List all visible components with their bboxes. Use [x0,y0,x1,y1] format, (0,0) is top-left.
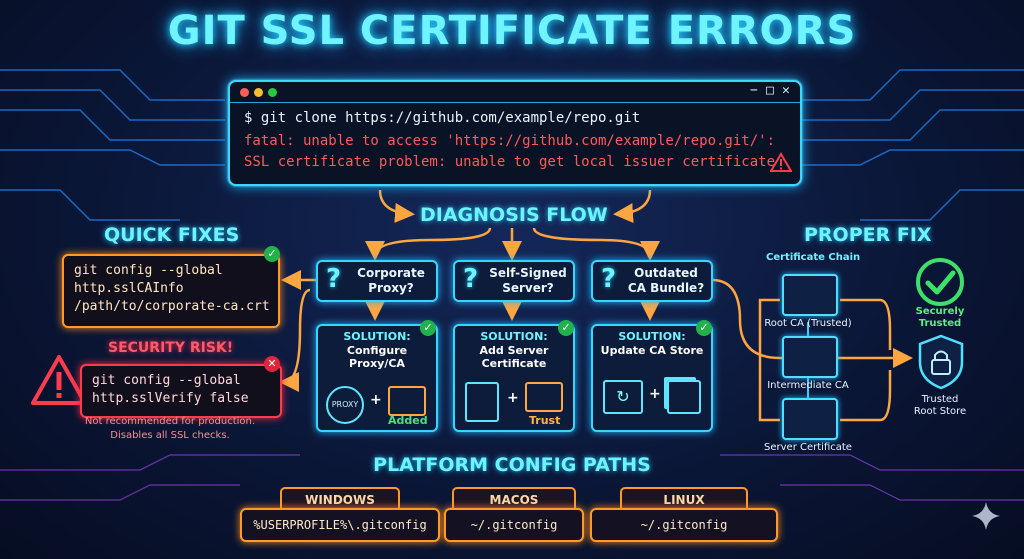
refresh-icon: ↻ [603,380,643,414]
quick-fix-code[interactable]: git config --global http.sslCAInfo /path… [62,254,280,328]
code-line: git config --global [92,373,241,388]
restore-icon[interactable]: □ [766,83,774,98]
plus-icon: + [370,392,382,408]
certificate-stack-icon [667,380,701,414]
check-icon: ✓ [420,320,436,336]
terminal-window: − □ ✕ $ git clone https://github.com/exa… [228,80,802,186]
close-dot-icon[interactable] [240,88,249,97]
server-certificate-icon [782,398,838,440]
check-icon: ✓ [558,320,574,336]
diagnosis-heading: DIAGNOSIS FLOW [420,204,608,226]
question-corporate-proxy: ? Corporate Proxy? [316,260,438,302]
platform-card-linux: ~/.gitconfig [590,508,778,542]
platform-heading: PLATFORM CONFIG PATHS [373,454,651,476]
question-outdated-ca: ? Outdated CA Bundle? [591,260,713,302]
risk-note: Disables all SSL checks. [110,430,230,441]
question-label: Self-Signed Server? [489,266,567,295]
platform-path: ~/.gitconfig [470,518,558,532]
maximize-dot-icon[interactable] [268,88,277,97]
minimize-dot-icon[interactable] [254,88,263,97]
risk-note: Not recommended for production. [84,416,256,427]
platform-path: ~/.gitconfig [640,518,728,532]
warning-icon [770,152,792,172]
solution-text: Configure Proxy/CA [346,344,408,370]
proper-fix-heading: PROPER FIX [804,224,932,246]
page-title: GIT SSL CERTIFICATE ERRORS [167,8,857,54]
solution-configure-proxy: SOLUTION: Configure Proxy/CA PROXY + Add… [316,324,438,432]
question-label: Outdated CA Bundle? [627,266,705,295]
root-ca-certificate-icon [782,274,838,316]
solution-update-ca-store: SOLUTION: Update CA Store ↻ + [591,324,713,432]
question-icon: ? [463,264,479,294]
quick-fixes-heading: QUICK FIXES [104,224,240,246]
error-x-icon: ✕ [264,356,280,372]
code-line: git config --global [74,263,223,278]
platform-card-windows: %USERPROFILE%\.gitconfig [240,508,440,542]
chain-label: Intermediate CA [767,380,849,391]
solution-text: Update CA Store [600,344,704,357]
terminal-command: $ git clone https://github.com/example/r… [244,110,641,126]
certificate-icon [525,382,563,412]
sparkle-icon [972,502,1000,530]
certificate-icon [388,386,426,416]
danger-warning-icon [31,355,87,405]
question-icon: ? [601,264,617,294]
platform-card-macos: ~/.gitconfig [444,508,584,542]
globe-icon: PROXY [326,386,364,424]
check-icon: ✓ [264,246,280,262]
platform-path: %USERPROFILE%\.gitconfig [253,518,427,532]
minimize-icon[interactable]: − [750,83,758,98]
security-risk-heading: SECURITY RISK! [108,340,234,356]
shield-lock-icon [918,334,964,390]
solution-head: SOLUTION: [480,330,548,343]
question-self-signed: ? Self-Signed Server? [453,260,575,302]
plus-icon: + [507,390,519,406]
status-added: Added [388,414,428,427]
code-line: /path/to/corporate-ca.crt [74,299,270,314]
trusted-label: Trusted [918,318,962,329]
root-store-label: Trusted [921,394,959,405]
solution-head: SOLUTION: [343,330,411,343]
certificate-chain-title: Certificate Chain [766,252,861,263]
plus-icon: + [649,386,661,402]
server-icon [465,382,499,422]
question-icon: ? [326,264,342,294]
securely-trusted-check-icon [916,258,964,306]
terminal-error-line: SSL certificate problem: unable to get l… [244,154,776,170]
solution-text: Add Server Certificate [479,344,549,370]
status-trust: Trust [529,414,561,427]
check-icon: ✓ [696,320,712,336]
insecure-config-code[interactable]: git config --global http.sslVerify false [80,364,282,418]
terminal-title-bar: − □ ✕ [230,82,800,103]
code-line: http.sslCAInfo [74,281,184,296]
solution-head: SOLUTION: [618,330,686,343]
trusted-label: Securely [915,306,965,317]
intermediate-ca-certificate-icon [782,336,838,378]
code-line: http.sslVerify false [92,391,249,406]
solution-add-server-cert: SOLUTION: Add Server Certificate + Trust [453,324,575,432]
question-label: Corporate Proxy? [357,266,425,295]
terminal-error-line: fatal: unable to access 'https://github.… [244,133,776,149]
chain-label: Server Certificate [764,442,852,453]
root-store-label: Root Store [913,406,967,417]
chain-label: Root CA (Trusted) [764,318,852,329]
close-icon[interactable]: ✕ [782,83,790,98]
